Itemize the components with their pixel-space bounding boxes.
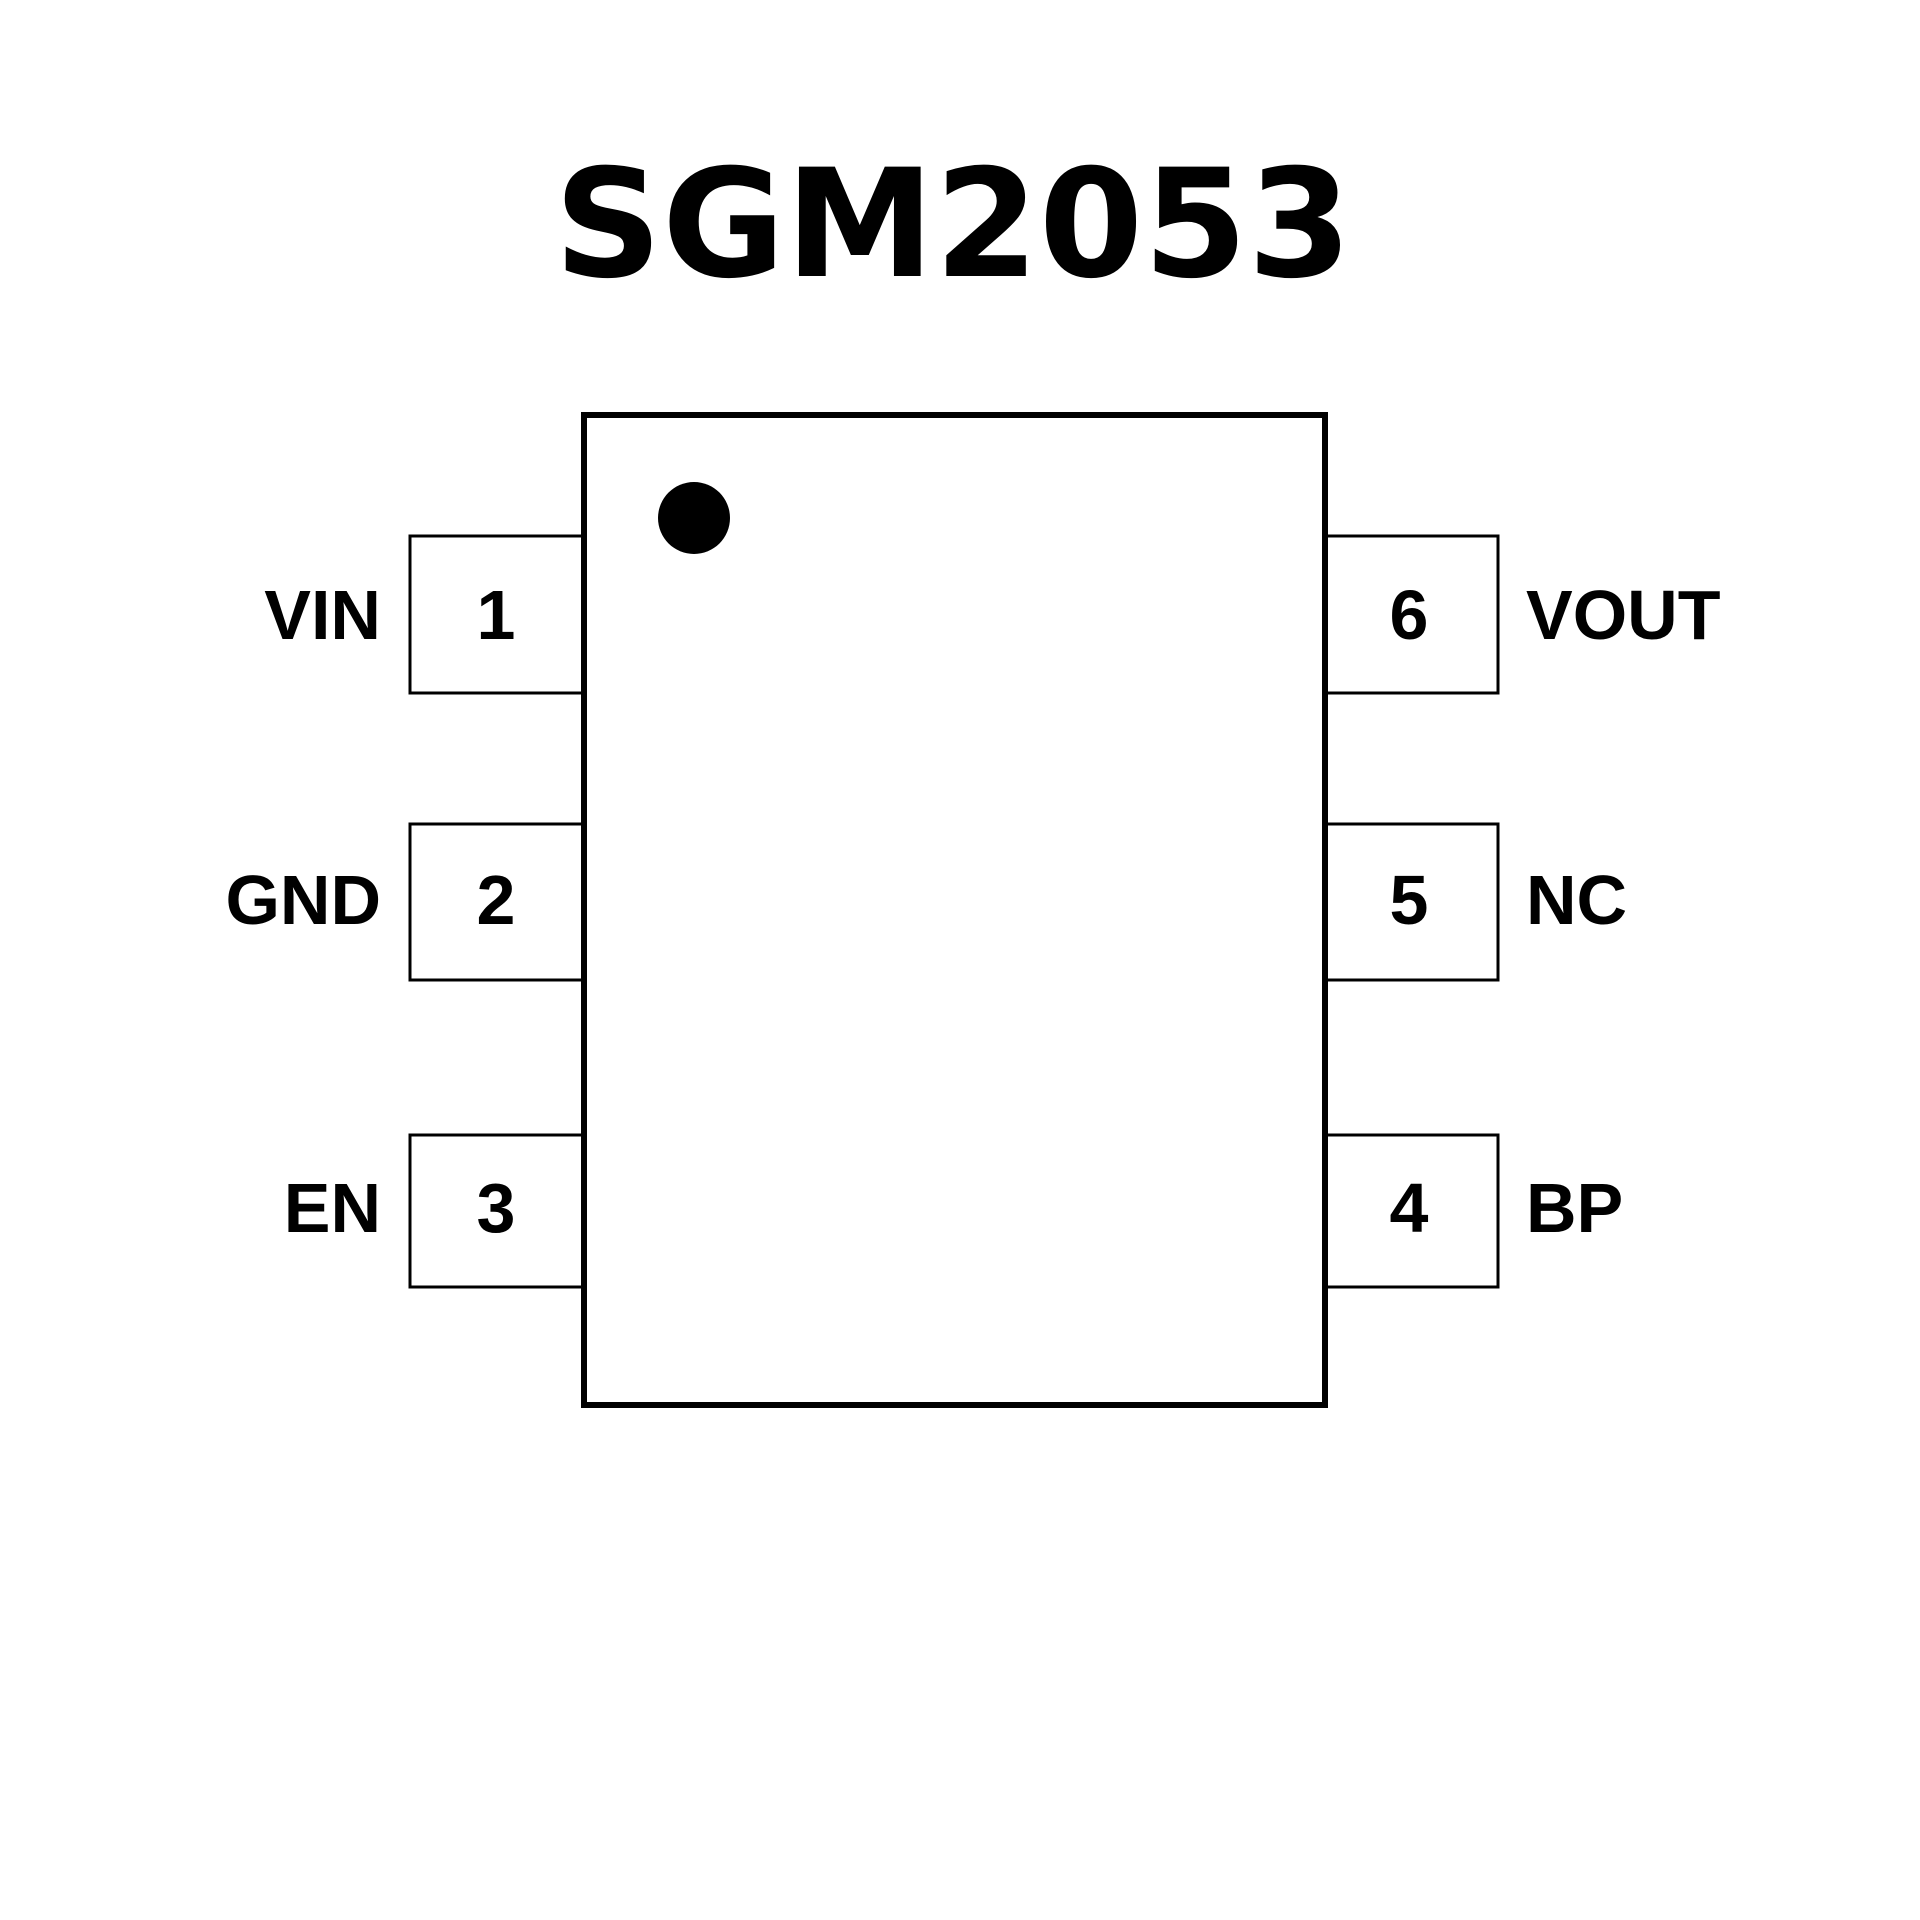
pin-name: NC	[1526, 861, 1627, 939]
chip-body	[581, 412, 1328, 1408]
pin-6: 6 VOUT	[1323, 534, 1720, 695]
pin-5-pad	[1323, 822, 1500, 982]
pin-name: VOUT	[1526, 576, 1720, 654]
pin-5: 5 NC	[1323, 822, 1627, 982]
pin-4: 4 BP	[1323, 1133, 1623, 1289]
pin-number: 2	[477, 861, 516, 939]
pin-number: 5	[1390, 861, 1429, 939]
pin-1: 1 VIN	[264, 534, 586, 695]
pin-4-pad	[1323, 1133, 1500, 1289]
pin-name: BP	[1526, 1169, 1623, 1247]
chip-title: SGM2053	[554, 138, 1352, 312]
pin-1-pad	[408, 534, 586, 695]
pin-name: GND	[225, 861, 381, 939]
pin-6-pad	[1323, 534, 1500, 695]
pin-2: 2 GND	[225, 822, 586, 982]
pin-number: 3	[477, 1169, 516, 1247]
pin-number: 1	[477, 576, 516, 654]
pin-number: 6	[1390, 576, 1429, 654]
pin1-marker-dot	[658, 482, 730, 554]
pin-3: 3 EN	[284, 1133, 586, 1289]
pin-name: VIN	[264, 576, 381, 654]
pin-3-pad	[408, 1133, 586, 1289]
pin-name: EN	[284, 1169, 381, 1247]
pin-2-pad	[408, 822, 586, 982]
pin-number: 4	[1390, 1169, 1429, 1247]
